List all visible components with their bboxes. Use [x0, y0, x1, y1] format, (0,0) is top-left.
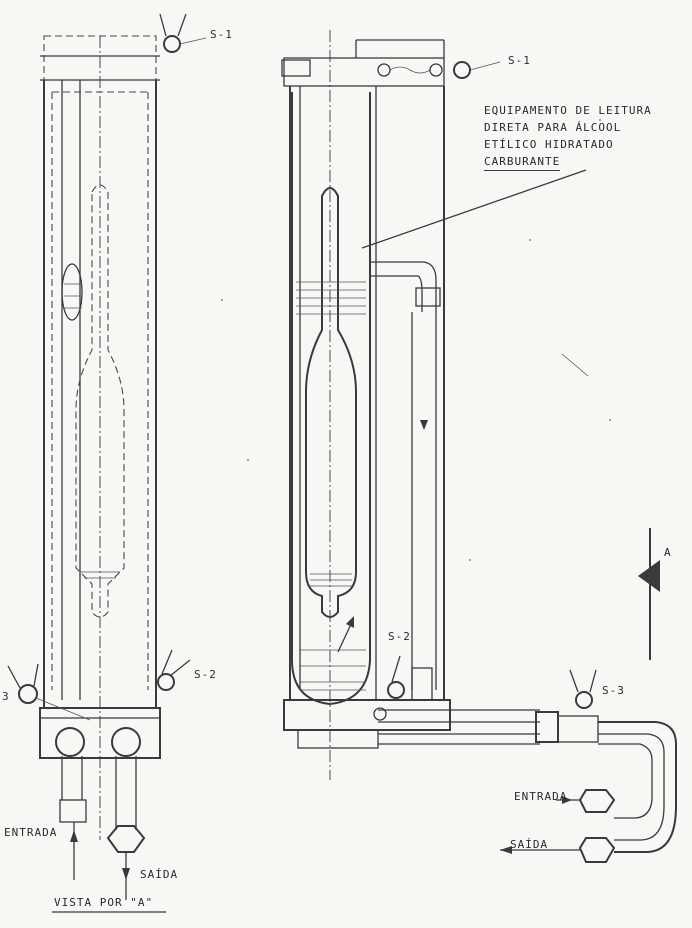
- right-s1-valve-b: [453, 61, 471, 79]
- view-marker: [638, 528, 660, 660]
- label-s3-left: 3: [2, 690, 10, 703]
- label-s1-left: S-1: [210, 28, 233, 41]
- right-base-block: [283, 699, 451, 731]
- left-outlet-fitting: [106, 825, 146, 853]
- view-marker-label: A: [664, 546, 672, 559]
- right-u-pipe: [598, 721, 677, 806]
- right-view: [281, 30, 677, 863]
- right-s2-valve: [387, 681, 405, 699]
- note-line-3: ETÍLICO HIDRATADO: [484, 138, 614, 151]
- right-outlet-fitting: [578, 837, 616, 863]
- left-hydrometer: [75, 184, 125, 618]
- left-s2-valve: [157, 673, 175, 691]
- left-inlet-nut: [55, 727, 85, 757]
- overflow-pipe: [370, 261, 437, 312]
- left-base-block: [39, 707, 161, 759]
- label-s2-right: S-2: [388, 630, 411, 643]
- glass-jar: [291, 92, 371, 706]
- equipment-note: EQUIPAMENTO DE LEITURA DIRETA PARA ÁLCOO…: [484, 102, 652, 171]
- left-inlet-fitting: [59, 799, 87, 823]
- scan-speckles: [221, 119, 611, 561]
- label-entrada-right: ENTRADA: [514, 790, 568, 803]
- left-s3-valve: [18, 684, 38, 704]
- right-s1-valve-a: [377, 63, 391, 77]
- label-saida-right: SAÍDA: [510, 838, 549, 851]
- left-outlet-nut: [111, 727, 141, 757]
- left-s1-valve: [163, 35, 181, 53]
- label-entrada-left: ENTRADA: [4, 826, 58, 839]
- right-inlet-fitting: [578, 789, 616, 813]
- left-small-bulb: [61, 263, 83, 321]
- right-s2-drain: [373, 707, 387, 721]
- label-s3-right: S-3: [602, 684, 625, 697]
- right-top-block: [283, 57, 445, 87]
- label-saida-left: SAÍDA: [140, 868, 179, 881]
- left-inlet-arrow: [70, 830, 78, 842]
- right-union-fitting: [535, 711, 559, 743]
- left-view: [7, 13, 207, 913]
- view-title: VISTA POR "A": [54, 896, 154, 909]
- note-line-2: DIRETA PARA ÁLCOOL: [484, 121, 622, 134]
- note-leader: [361, 169, 587, 249]
- note-line-4: CARBURANTE: [484, 153, 561, 171]
- label-s2-left: S-2: [194, 668, 217, 681]
- right-hydrometer: [305, 187, 357, 618]
- right-s3-valve: [575, 691, 593, 709]
- label-s1-right: S-1: [508, 54, 531, 67]
- note-line-1: EQUIPAMENTO DE LEITURA: [484, 104, 652, 117]
- left-outlet-arrow: [122, 868, 130, 880]
